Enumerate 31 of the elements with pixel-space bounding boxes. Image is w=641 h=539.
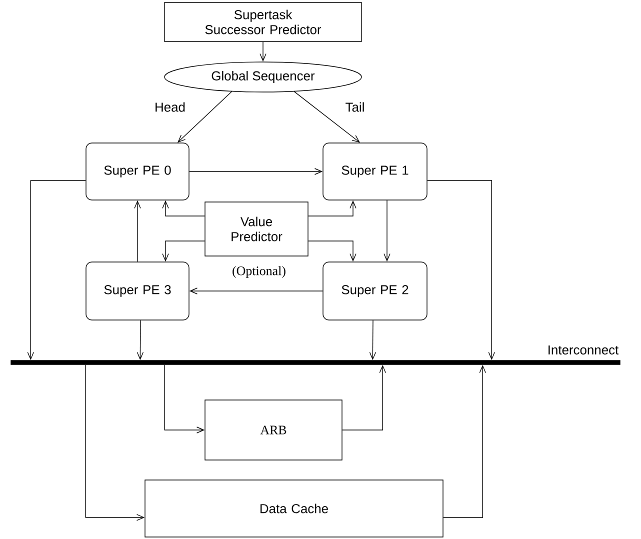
arrow — [384, 200, 390, 262]
arrow — [134, 200, 141, 262]
arrow — [27, 180, 86, 360]
arrow — [162, 200, 205, 216]
arrow — [178, 91, 232, 143]
arrow — [369, 320, 376, 360]
arrow — [85, 364, 145, 521]
arrow — [164, 364, 205, 434]
arrow — [162, 240, 205, 262]
arrow — [260, 42, 266, 62]
predictor-box: Value Predictor — [204, 202, 308, 256]
edge-label: Tail — [346, 102, 364, 112]
process-box: Super PE 0 — [86, 142, 190, 200]
edge-label: Head — [156, 102, 185, 112]
arrow — [136, 320, 144, 360]
process-box: Supertask Successor Predictor — [164, 2, 362, 42]
arrow — [342, 364, 386, 430]
process-box: Data Cache — [144, 480, 444, 538]
arrow — [189, 288, 323, 294]
process-box: ARB — [204, 400, 342, 460]
arrow — [308, 200, 356, 216]
arrow — [443, 364, 486, 518]
arrow — [308, 240, 356, 262]
process-box: Super PE 3 — [86, 262, 190, 320]
arrow — [189, 168, 323, 175]
bus-label: Interconnect — [548, 345, 619, 354]
process-box: Super PE 2 — [322, 262, 428, 320]
arrow — [427, 180, 495, 360]
note-text: (Optional) — [232, 266, 286, 278]
process-box: Super PE 1 — [322, 142, 428, 200]
arrow — [294, 91, 360, 143]
